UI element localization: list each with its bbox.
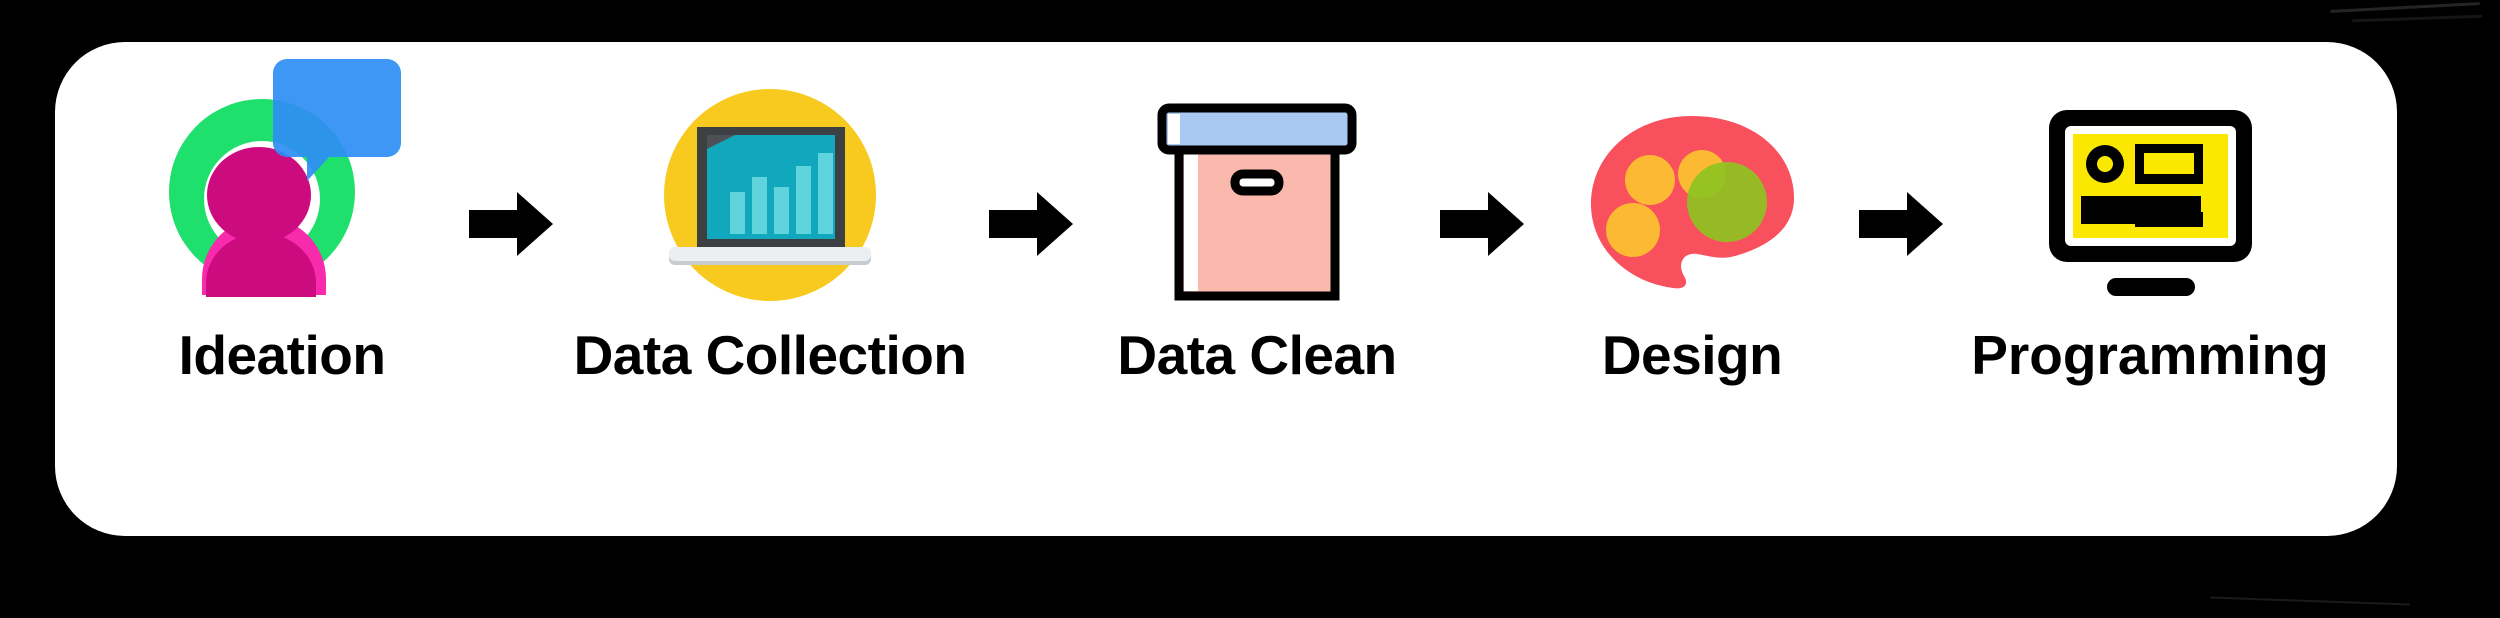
monitor-stand (2106, 278, 2195, 296)
arrow-right-icon (469, 192, 553, 256)
flow-step-design[interactable]: Design (1542, 42, 1842, 536)
flow-step-ideation[interactable]: Ideation (112, 42, 452, 536)
flow-step-programming[interactable]: Programming (1960, 42, 2340, 536)
person-with-speech-bubble-icon (169, 59, 401, 297)
flow-arrow-3-wrap (1422, 42, 1542, 536)
flow-step-data-collection[interactable]: Data Collection (570, 42, 970, 536)
palette-dot-1 (1624, 155, 1675, 205)
data-clean-icon-wrap (1157, 42, 1357, 302)
design-icon-wrap (1585, 42, 1800, 302)
backdrop-streak-artifact-3 (2210, 596, 2410, 606)
arrow-right-icon (1440, 192, 1524, 256)
arrow-right-icon (989, 192, 1073, 256)
step-label-design: Design (1601, 324, 1783, 386)
flow-arrow-4-wrap (1842, 42, 1960, 536)
monitor-code-icon (2048, 110, 2252, 296)
programming-icon-wrap (2043, 42, 2258, 302)
arrow-right-icon (1859, 192, 1943, 256)
palette-dot-2 (1605, 203, 1660, 257)
storage-box-icon (1157, 103, 1357, 301)
flow-step-data-clean[interactable]: Data Clean (1092, 42, 1422, 536)
step-label-data-clean: Data Clean (1117, 324, 1397, 386)
flow-arrow-2-wrap (970, 42, 1092, 536)
laptop-bar-chart-bars (730, 153, 833, 234)
data-collection-icon-wrap (655, 42, 885, 302)
backdrop-streak-artifact-2 (2351, 14, 2483, 23)
process-flow: Ideation (55, 42, 2397, 536)
flow-arrow-1-wrap (452, 42, 570, 536)
ideation-icon-wrap (147, 42, 417, 302)
step-label-programming: Programming (1971, 324, 2329, 386)
paint-palette-icon (1590, 116, 1794, 289)
step-label-ideation: Ideation (178, 324, 386, 386)
step-label-data-collection: Data Collection (573, 324, 967, 386)
screen-bar-2 (2134, 212, 2203, 227)
backdrop-streak-artifact-1 (2330, 2, 2480, 13)
palette-blob-green (1686, 162, 1767, 242)
laptop-bar-chart-icon (664, 89, 876, 301)
speech-bubble-icon (273, 59, 401, 181)
